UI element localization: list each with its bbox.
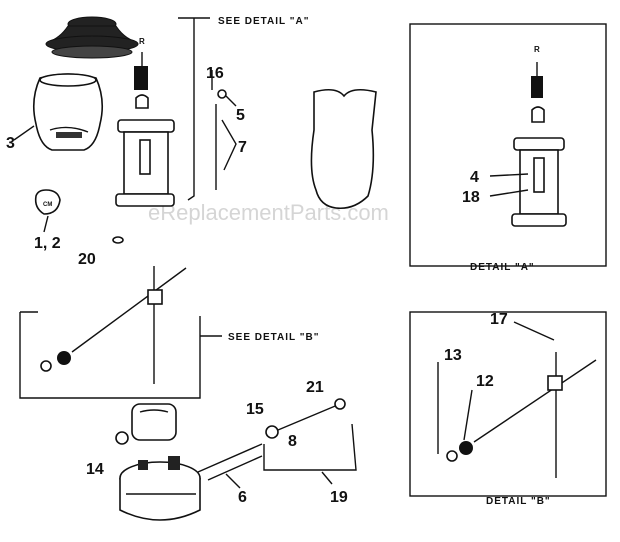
detail-a-label: DETAIL "A" (470, 262, 535, 273)
svg-text:R: R (139, 37, 145, 46)
see-detail-a-bracket (187, 18, 195, 201)
callout-16: 16 (206, 65, 224, 82)
callout-14: 14 (86, 461, 104, 478)
callout-7: 7 (238, 139, 247, 156)
leader-1-2 (43, 215, 49, 233)
globe (32, 73, 104, 151)
bracket-19 (263, 423, 357, 471)
collar (131, 403, 177, 441)
svg-text:CM: CM (43, 202, 52, 208)
see-detail-b-bracket (19, 312, 201, 399)
ring-21 (334, 398, 346, 410)
see-detail-b-label: SEE DETAIL "B" (228, 332, 319, 343)
leader-3 (13, 125, 35, 141)
nut-5 (217, 89, 227, 99)
callout-12: 12 (476, 373, 494, 390)
svg-text:R: R (534, 45, 540, 54)
washer-20 (112, 236, 124, 244)
ventilator-hood (45, 16, 139, 59)
callout-4: 4 (470, 169, 479, 186)
detail-b-valve (446, 352, 597, 478)
callout-5: 5 (236, 107, 245, 124)
callout-15: 15 (246, 401, 264, 418)
callout-18: 18 (462, 189, 480, 206)
detail-a-frame: R (511, 45, 567, 227)
callout-6: 6 (238, 489, 247, 506)
frame-assembly: R (115, 37, 175, 207)
callout-17: 17 (490, 311, 508, 328)
callout-8: 8 (288, 433, 297, 450)
callout-19: 19 (330, 489, 348, 506)
callout-3: 3 (6, 135, 15, 152)
see-detail-a-label: SEE DETAIL "A" (218, 16, 309, 27)
callout-1-2: 1, 2 (34, 235, 61, 252)
detail-a-box (409, 23, 607, 267)
knob-14 (115, 431, 129, 445)
valve-15 (265, 425, 279, 439)
callout-20: 20 (78, 251, 96, 268)
callout-13: 13 (444, 347, 462, 364)
generator-6 (197, 443, 263, 473)
fuel-tank (119, 456, 201, 521)
detail-b-label: DETAIL "B" (486, 496, 551, 507)
valve-assembly (40, 266, 187, 384)
callout-21: 21 (306, 379, 324, 396)
detail-b-box (409, 311, 607, 497)
chimney (310, 88, 377, 210)
mantle: CM (34, 189, 61, 215)
